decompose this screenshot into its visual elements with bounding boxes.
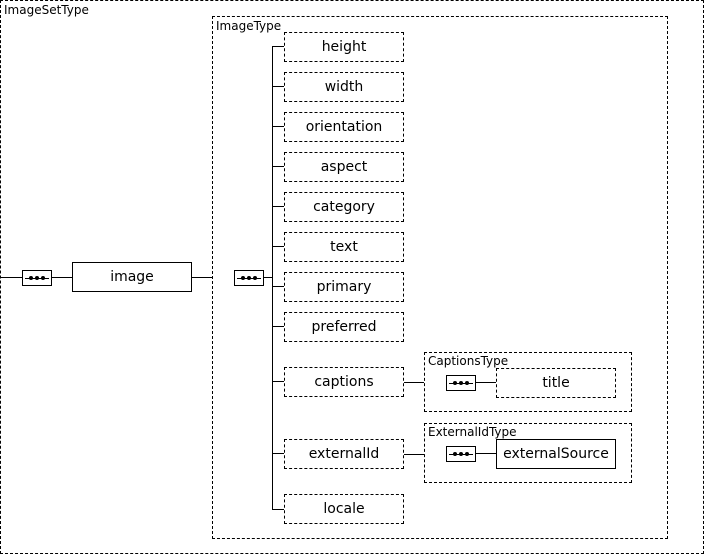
branch-line bbox=[272, 206, 284, 207]
title-element: title bbox=[496, 368, 616, 398]
locale-element: locale bbox=[284, 494, 404, 524]
aspect-element: aspect bbox=[284, 152, 404, 182]
element-label: primary bbox=[316, 279, 372, 295]
branch-line bbox=[272, 381, 284, 382]
connector-line bbox=[476, 382, 496, 383]
branch-line bbox=[272, 166, 284, 167]
captionstype-label: CaptionsType bbox=[427, 354, 510, 368]
sequence-compositor-icon bbox=[22, 270, 52, 286]
image-element-label: image bbox=[110, 269, 154, 285]
image-element: image bbox=[72, 262, 192, 292]
connector-line bbox=[264, 277, 272, 278]
externalidtype-label: ExternalIdType bbox=[427, 425, 518, 439]
imagetype-label: ImageType bbox=[215, 19, 283, 33]
sequence-compositor-icon bbox=[446, 446, 476, 462]
imagesettype-label: ImageSetType bbox=[3, 3, 90, 17]
branch-line bbox=[272, 286, 284, 287]
connector-line bbox=[52, 277, 72, 278]
element-label: title bbox=[542, 375, 570, 391]
trunk-line bbox=[272, 46, 273, 509]
branch-line bbox=[272, 126, 284, 127]
text-element: text bbox=[284, 232, 404, 262]
element-label: captions bbox=[314, 374, 374, 390]
branch-line bbox=[272, 509, 284, 510]
orientation-element: orientation bbox=[284, 112, 404, 142]
sequence-compositor-icon bbox=[234, 270, 264, 286]
captions-element: captions bbox=[284, 367, 404, 397]
branch-line bbox=[272, 246, 284, 247]
element-label: width bbox=[324, 79, 364, 95]
element-label: preferred bbox=[311, 319, 377, 335]
branch-line bbox=[272, 453, 284, 454]
element-label: height bbox=[321, 39, 367, 55]
externalid-element: externalId bbox=[284, 439, 404, 469]
height-element: height bbox=[284, 32, 404, 62]
connector-line bbox=[0, 277, 22, 278]
element-label: category bbox=[313, 199, 375, 215]
branch-line bbox=[272, 86, 284, 87]
sequence-compositor-icon bbox=[446, 375, 476, 391]
element-label: text bbox=[330, 239, 358, 255]
element-label: orientation bbox=[305, 119, 383, 135]
branch-line bbox=[272, 46, 284, 47]
element-label: aspect bbox=[320, 159, 368, 175]
width-element: width bbox=[284, 72, 404, 102]
element-label: externalId bbox=[308, 446, 380, 462]
connector-line bbox=[476, 453, 496, 454]
element-label: externalSource bbox=[503, 446, 609, 462]
primary-element: primary bbox=[284, 272, 404, 302]
element-label: locale bbox=[323, 501, 365, 517]
externalsource-element: externalSource bbox=[496, 439, 616, 469]
preferred-element: preferred bbox=[284, 312, 404, 342]
category-element: category bbox=[284, 192, 404, 222]
branch-line bbox=[272, 326, 284, 327]
